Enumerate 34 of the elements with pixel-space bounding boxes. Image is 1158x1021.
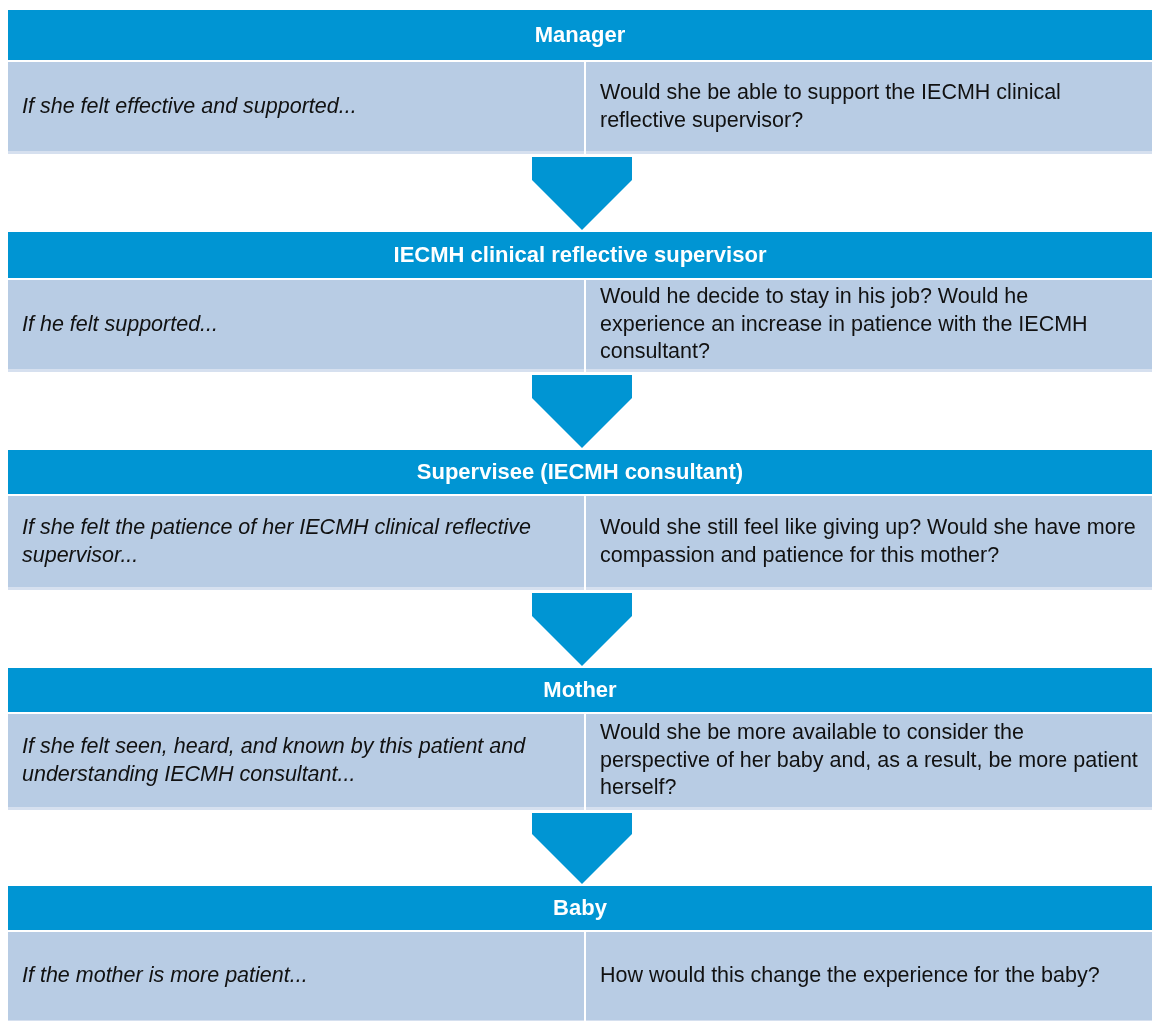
section-heading: Manager xyxy=(534,22,626,48)
question-text: Would he decide to stay in his job? Would he experience an increase in patience with the IECMH consultant? xyxy=(600,282,1089,366)
down-arrow xyxy=(532,813,632,884)
condition-cell xyxy=(8,714,584,810)
question-text: Would she be able to support the IECMH clinical reflective supervisor? xyxy=(600,78,1062,134)
condition-text: If she felt seen, heard, and known by this patient and understanding IECMH consultant... xyxy=(22,732,527,788)
question-text: Would she be more available to consider the perspective of her baby and, as a result, be more patient herself? xyxy=(600,718,1138,802)
condition-text: If he felt supported... xyxy=(22,310,218,338)
down-arrow xyxy=(532,593,632,666)
section-heading: Mother xyxy=(543,677,617,703)
condition-text: If she felt effective and supported... xyxy=(22,92,357,120)
question-cell xyxy=(586,280,1152,372)
condition-cell xyxy=(8,496,584,590)
section-panel xyxy=(8,10,1152,154)
section-heading: IECMH clinical reflective supervisor xyxy=(393,242,767,268)
section-panel xyxy=(8,232,1152,372)
down-arrow xyxy=(532,375,632,448)
section-panel xyxy=(8,450,1152,590)
condition-text: If the mother is more patient... xyxy=(22,962,308,990)
section-heading: Baby xyxy=(553,895,607,921)
condition-cell xyxy=(8,280,584,372)
question-cell xyxy=(586,496,1152,590)
condition-cell xyxy=(8,932,584,1021)
question-text: Would she still feel like giving up? Would she have more compassion and patience for this mother? xyxy=(600,513,1137,569)
question-cell xyxy=(586,714,1152,810)
down-arrow xyxy=(532,157,632,230)
section-heading: Supervisee (IECMH consultant) xyxy=(416,459,744,485)
question-cell xyxy=(586,62,1152,154)
condition-text: If she felt the patience of her IECMH clinical reflective supervisor... xyxy=(22,513,533,569)
question-cell xyxy=(586,932,1152,1021)
section-panel xyxy=(8,668,1152,810)
section-panel xyxy=(8,886,1152,1021)
condition-cell xyxy=(8,62,584,154)
question-text: How would this change the experience for the baby? xyxy=(600,962,1100,990)
